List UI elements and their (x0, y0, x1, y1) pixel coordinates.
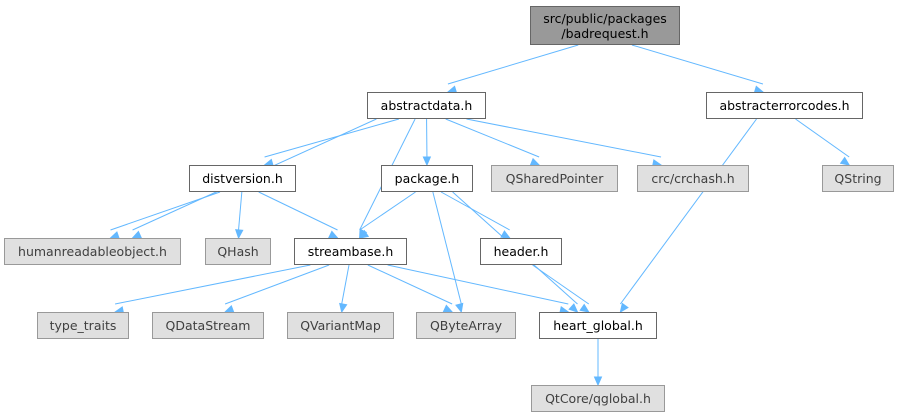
edge-arrowhead (328, 230, 339, 239)
edge-arrowhead (455, 302, 464, 314)
node-heart-global-h[interactable]: heart_global.h (539, 312, 657, 339)
node-header-h[interactable]: header.h (480, 238, 562, 265)
edge-streambase-to-qvariantmap (341, 264, 350, 305)
edge-package-to-header (440, 191, 510, 231)
edge-arrowhead (358, 229, 370, 239)
edge-distversion-to-qhash (238, 191, 243, 231)
edge-arrowhead (500, 230, 511, 239)
edge-header-to-heart_global (532, 264, 590, 305)
node-qdatastream[interactable]: QDataStream (152, 312, 264, 339)
edge-arrowhead (131, 230, 143, 239)
edge-package-to-qbytearray (432, 191, 462, 305)
edge-streambase-to-qbytearray (367, 264, 453, 305)
root-label-line1: src/public/packages (543, 10, 667, 26)
edge-package-to-streambase (359, 191, 416, 231)
node-qhash[interactable]: QHash (205, 238, 271, 265)
node-distversion-h[interactable]: distversion.h (189, 165, 296, 192)
edge-arrowhead (619, 302, 629, 314)
node-humanreadableobject-h[interactable]: humanreadableobject.h (4, 238, 181, 265)
node-qtcore-qglobal-h[interactable]: QtCore/qglobal.h (531, 385, 665, 412)
edge-arrowhead (339, 302, 348, 314)
node-qstring[interactable]: QString (822, 165, 894, 192)
node-package-h[interactable]: package.h (381, 165, 473, 192)
node-abstracterrorcodes-h[interactable]: abstracterrorcodes.h (706, 92, 863, 119)
edge-distversion-to-humanreadableobject (110, 191, 221, 231)
node-crc-crchash-h[interactable]: crc/crchash.h (637, 165, 749, 192)
edge-arrowhead (579, 303, 590, 313)
edge-arrowhead (593, 376, 603, 387)
node-badrequest-h: src/public/packages /badrequest.h (530, 6, 680, 45)
edge-arrowhead (422, 156, 432, 167)
edge-abstractdata-to-distversion (264, 118, 400, 158)
root-label-line2: /badrequest.h (561, 25, 649, 41)
node-type-traits[interactable]: type_traits (37, 312, 129, 339)
edge-streambase-to-heart_global (387, 264, 569, 305)
node-qvariantmap[interactable]: QVariantMap (287, 312, 394, 339)
node-abstractdata-h[interactable]: abstractdata.h (367, 92, 486, 119)
edge-streambase-to-qdatastream (224, 264, 330, 305)
node-qsharedpointer[interactable]: QSharedPointer (491, 165, 618, 192)
node-streambase-h[interactable]: streambase.h (294, 238, 407, 265)
edge-root-to-abstractdata (447, 44, 579, 85)
edge-arrowhead (442, 304, 454, 313)
edge-arrowhead (235, 229, 244, 240)
edge-abstracterrorcodes-to-qstring (795, 118, 850, 158)
edge-abstracterrorcodes-to-heart_global (619, 118, 757, 305)
edge-streambase-to-type_traits (115, 264, 311, 305)
node-qbytearray[interactable]: QByteArray (416, 312, 516, 339)
edge-distversion-to-streambase (258, 191, 338, 231)
edge-arrowhead (568, 303, 579, 313)
edge-abstractdata-to-crchash (466, 118, 662, 158)
edge-arrowhead (839, 156, 851, 166)
edge-abstractdata-to-qsharedpointer (445, 118, 540, 158)
edge-root-to-abstracterrorcodes (631, 44, 764, 85)
